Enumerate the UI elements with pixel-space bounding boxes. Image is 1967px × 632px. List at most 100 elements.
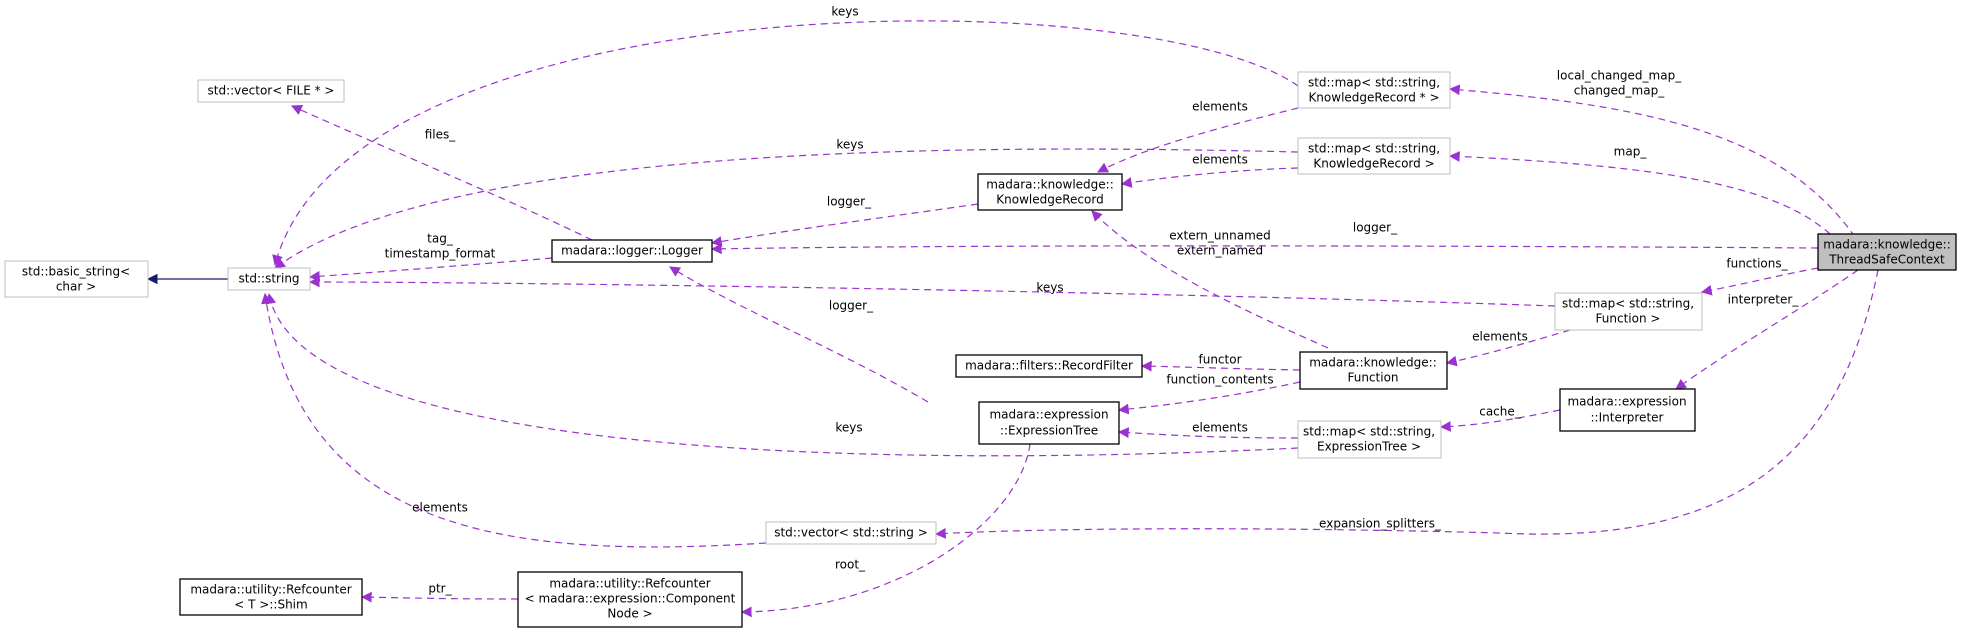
node-expression-tree[interactable]: madara::expression ::ExpressionTree bbox=[978, 401, 1120, 445]
edge-ptr bbox=[360, 591, 519, 603]
node-basic-string[interactable]: std::basic_string< char > bbox=[4, 260, 149, 298]
svg-text:std::vector< std::string >: std::vector< std::string > bbox=[774, 526, 928, 540]
svg-text:madara::logger::Logger: madara::logger::Logger bbox=[561, 244, 703, 258]
node-map-expression-tree[interactable]: std::map< std::string, ExpressionTree > bbox=[1297, 420, 1442, 459]
svg-text:std::string: std::string bbox=[238, 272, 299, 286]
edge-label-local-changed-map: local_changed_map_ bbox=[1557, 69, 1682, 83]
svg-text:madara::filters::RecordFilter: madara::filters::RecordFilter bbox=[965, 359, 1133, 373]
edges: keys local_changed_map_ changed_map_ ele… bbox=[146, 5, 1879, 618]
svg-text:madara::utility::Refcounter: madara::utility::Refcounter bbox=[190, 583, 351, 597]
svg-text:char >: char > bbox=[56, 280, 96, 294]
edge-label-cache: cache_ bbox=[1479, 405, 1522, 419]
node-function[interactable]: madara::knowledge:: Function bbox=[1299, 351, 1448, 390]
node-knowledge-record[interactable]: madara::knowledge:: KnowledgeRecord bbox=[977, 173, 1123, 211]
svg-text:KnowledgeRecord >: KnowledgeRecord > bbox=[1313, 157, 1434, 171]
svg-text:madara::expression: madara::expression bbox=[1567, 395, 1686, 409]
edge-map-tree-elements bbox=[1117, 427, 1299, 439]
svg-text:std::map< std::string,: std::map< std::string, bbox=[1308, 76, 1440, 90]
node-refcounter-component[interactable]: madara::utility::Refcounter < madara::ex… bbox=[517, 571, 743, 628]
edge-label-logger-context: logger_ bbox=[1353, 221, 1398, 235]
svg-text:madara::utility::Refcounter: madara::utility::Refcounter bbox=[549, 577, 710, 591]
node-std-string[interactable]: std::string bbox=[227, 267, 311, 291]
edge-cache bbox=[1439, 409, 1561, 432]
edge-label-keys-map-tree: keys bbox=[835, 421, 862, 435]
edge-logger-tag bbox=[308, 257, 553, 282]
nodes: madara::knowledge:: ThreadSafeContext st… bbox=[4, 71, 1957, 628]
edge-label-map: map_ bbox=[1614, 145, 1648, 159]
node-refcounter-shim[interactable]: madara::utility::Refcounter < T >::Shim bbox=[179, 578, 363, 616]
edge-record-logger bbox=[710, 203, 979, 247]
svg-text:std::basic_string<: std::basic_string< bbox=[22, 265, 130, 279]
svg-text:ThreadSafeContext: ThreadSafeContext bbox=[1828, 253, 1945, 267]
svg-text:madara::expression: madara::expression bbox=[989, 408, 1108, 422]
svg-text:std::map< std::string,: std::map< std::string, bbox=[1308, 142, 1440, 156]
svg-text:KnowledgeRecord * >: KnowledgeRecord * > bbox=[1308, 91, 1439, 105]
edge-label-keys-map-record: keys bbox=[836, 138, 863, 152]
edge-label-expansion-splitters: expansion_splitters_ bbox=[1319, 517, 1442, 531]
edge-label-timestamp-format: timestamp_format bbox=[385, 247, 496, 261]
edge-label-elements-ptr: elements bbox=[1192, 100, 1248, 114]
node-logger[interactable]: madara::logger::Logger bbox=[551, 239, 713, 263]
svg-text:Function: Function bbox=[1347, 371, 1398, 385]
edge-label-elements-record: elements bbox=[1192, 153, 1248, 167]
svg-text:madara::knowledge::: madara::knowledge:: bbox=[1309, 356, 1437, 370]
edge-map-record-ptr-elements bbox=[1097, 107, 1299, 173]
node-vector-string[interactable]: std::vector< std::string > bbox=[765, 521, 937, 545]
edge-root bbox=[740, 443, 1031, 618]
svg-text:std::map< std::string,: std::map< std::string, bbox=[1303, 425, 1435, 439]
edge-label-elements-function: elements bbox=[1472, 330, 1528, 344]
node-record-filter[interactable]: madara::filters::RecordFilter bbox=[955, 354, 1143, 378]
edge-label-functor: functor bbox=[1198, 353, 1241, 367]
svg-text:std::vector< FILE * >: std::vector< FILE * > bbox=[208, 84, 335, 98]
svg-text:madara::knowledge::: madara::knowledge:: bbox=[1823, 238, 1951, 252]
edge-label-extern-unnamed: extern_unnamed bbox=[1169, 229, 1271, 243]
edge-map bbox=[1448, 151, 1831, 235]
edge-function-contents bbox=[1117, 381, 1301, 415]
edge-expansion-splitters bbox=[934, 269, 1879, 539]
edge-map-record-ptr-keys bbox=[272, 20, 1299, 267]
edge-label-elements-tree: elements bbox=[1192, 421, 1248, 435]
svg-text:KnowledgeRecord: KnowledgeRecord bbox=[996, 193, 1103, 207]
edge-vector-string-elements bbox=[261, 292, 767, 548]
edge-label-interpreter: interpreter_ bbox=[1728, 293, 1800, 307]
edge-label-ptr: ptr_ bbox=[428, 582, 452, 596]
edge-label-files: files_ bbox=[425, 128, 457, 142]
edge-map-record-elements bbox=[1120, 167, 1299, 188]
edge-interpreter bbox=[1675, 269, 1859, 390]
svg-text:::ExpressionTree: ::ExpressionTree bbox=[1000, 424, 1098, 438]
edge-label-logger-record: logger_ bbox=[827, 195, 872, 209]
edge-label-changed-map: changed_map_ bbox=[1574, 84, 1665, 98]
edge-local-changed-map bbox=[1448, 84, 1856, 238]
node-thread-safe-context[interactable]: madara::knowledge:: ThreadSafeContext bbox=[1817, 233, 1957, 271]
edge-label-logger-tree: logger_ bbox=[829, 299, 874, 313]
edge-label-keys-map-function: keys bbox=[1036, 281, 1063, 295]
edge-label-keys-top: keys bbox=[831, 5, 858, 19]
svg-text:::Interpreter: ::Interpreter bbox=[1591, 411, 1664, 425]
svg-text:Node >: Node > bbox=[607, 607, 652, 621]
svg-text:< madara::expression::Componen: < madara::expression::Component bbox=[525, 592, 736, 606]
edge-label-function-contents: function_contents bbox=[1166, 373, 1273, 387]
svg-text:madara::knowledge::: madara::knowledge:: bbox=[986, 178, 1114, 192]
edge-map-tree-keys bbox=[265, 292, 1299, 457]
svg-text:Function >: Function > bbox=[1596, 312, 1661, 326]
node-map-function[interactable]: std::map< std::string, Function > bbox=[1554, 292, 1703, 331]
edge-logger-files bbox=[291, 105, 593, 241]
edge-function-extern bbox=[1091, 210, 1329, 349]
edge-map-function-keys bbox=[308, 276, 1556, 307]
edge-functor bbox=[1140, 360, 1301, 372]
edge-map-function-elements bbox=[1445, 329, 1571, 367]
node-interpreter[interactable]: madara::expression ::Interpreter bbox=[1559, 388, 1696, 432]
edge-label-extern-named: extern_named bbox=[1177, 244, 1263, 258]
edge-label-functions: functions_ bbox=[1726, 257, 1788, 271]
edge-tree-logger bbox=[669, 266, 929, 403]
node-vector-file[interactable]: std::vector< FILE * > bbox=[197, 79, 345, 103]
svg-text:ExpressionTree >: ExpressionTree > bbox=[1317, 440, 1421, 454]
edge-map-record-keys bbox=[274, 148, 1299, 269]
edge-label-tag: tag_ bbox=[427, 232, 454, 246]
svg-text:< T >::Shim: < T >::Shim bbox=[234, 598, 307, 612]
edge-functions bbox=[1700, 267, 1819, 296]
edge-label-elements-vector: elements bbox=[412, 501, 468, 515]
node-map-record[interactable]: std::map< std::string, KnowledgeRecord > bbox=[1297, 137, 1451, 175]
node-map-record-ptr[interactable]: std::map< std::string, KnowledgeRecord *… bbox=[1297, 71, 1451, 109]
